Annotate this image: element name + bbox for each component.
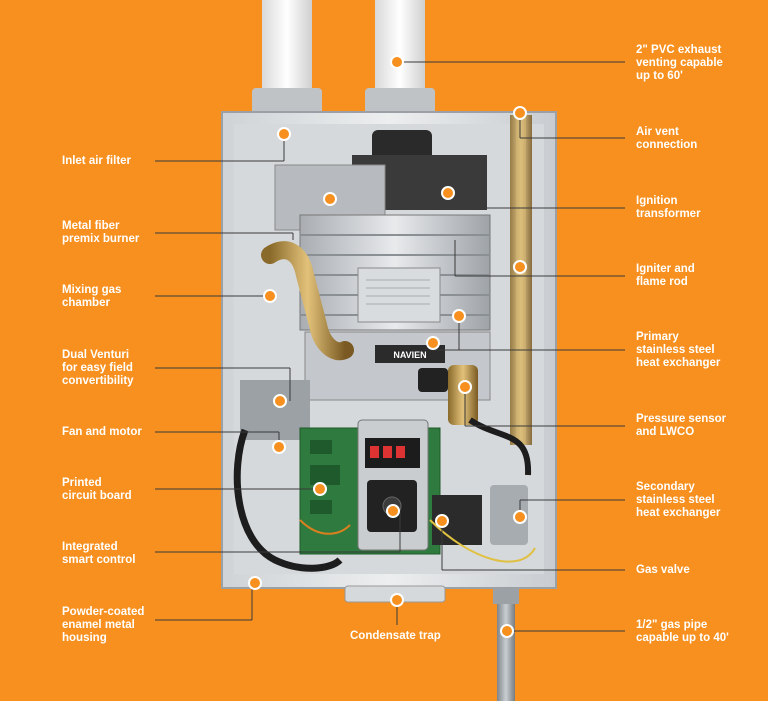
- label-integrated-smart-control: Integrated smart control: [62, 541, 136, 566]
- label-secondary-heat-exchanger: Secondary stainless steel heat exchanger: [636, 481, 721, 519]
- label-printed-circuit-board: Printed circuit board: [62, 477, 132, 502]
- label-primary-heat-exchanger: Primary stainless steel heat exchanger: [636, 331, 721, 369]
- secondary-heat-exchanger-body: [490, 485, 528, 545]
- callout-markers: [248, 55, 527, 638]
- pressure-fitting: [448, 365, 478, 425]
- label-powder-coated-housing: Powder-coated enamel metal housing: [62, 606, 145, 644]
- label-metal-fiber-premix-burner: Metal fiber premix burner: [62, 220, 140, 245]
- label-condensate-trap: Condensate trap: [350, 630, 441, 642]
- rating-plate: [357, 267, 441, 323]
- label-pressure-sensor: Pressure sensor and LWCO: [636, 413, 727, 438]
- label-igniter-flame-rod: Igniter and flame rod: [636, 263, 695, 288]
- label-gas-pipe: 1/2" gas pipe capable up to 40': [636, 619, 729, 644]
- label-air-vent-connection: Air vent connection: [636, 126, 698, 151]
- gas-pipe: [493, 588, 519, 604]
- intake-pvc-pipe: [262, 0, 312, 92]
- label-pvc-exhaust: 2" PVC exhaust venting capable up to 60': [636, 44, 723, 82]
- brand-badge: [375, 345, 445, 363]
- label-ignition-transformer: Ignition transformer: [636, 195, 701, 220]
- exhaust-pvc-pipe: [375, 0, 425, 92]
- label-fan-and-motor: Fan and motor: [62, 426, 142, 438]
- label-mixing-gas-chamber: Mixing gas chamber: [62, 284, 122, 309]
- label-dual-venturi: Dual Venturi for easy field convertibili…: [62, 349, 134, 387]
- fan-housing: [240, 380, 310, 440]
- leader-lines: [155, 61, 625, 632]
- brand-text: NAVIEN: [393, 350, 426, 360]
- label-inlet-air-filter: Inlet air filter: [62, 155, 132, 167]
- label-gas-valve: Gas valve: [636, 564, 690, 576]
- mixing-gas-tube: [261, 241, 354, 361]
- intake-collar: [252, 88, 322, 114]
- exhaust-collar: [365, 88, 435, 114]
